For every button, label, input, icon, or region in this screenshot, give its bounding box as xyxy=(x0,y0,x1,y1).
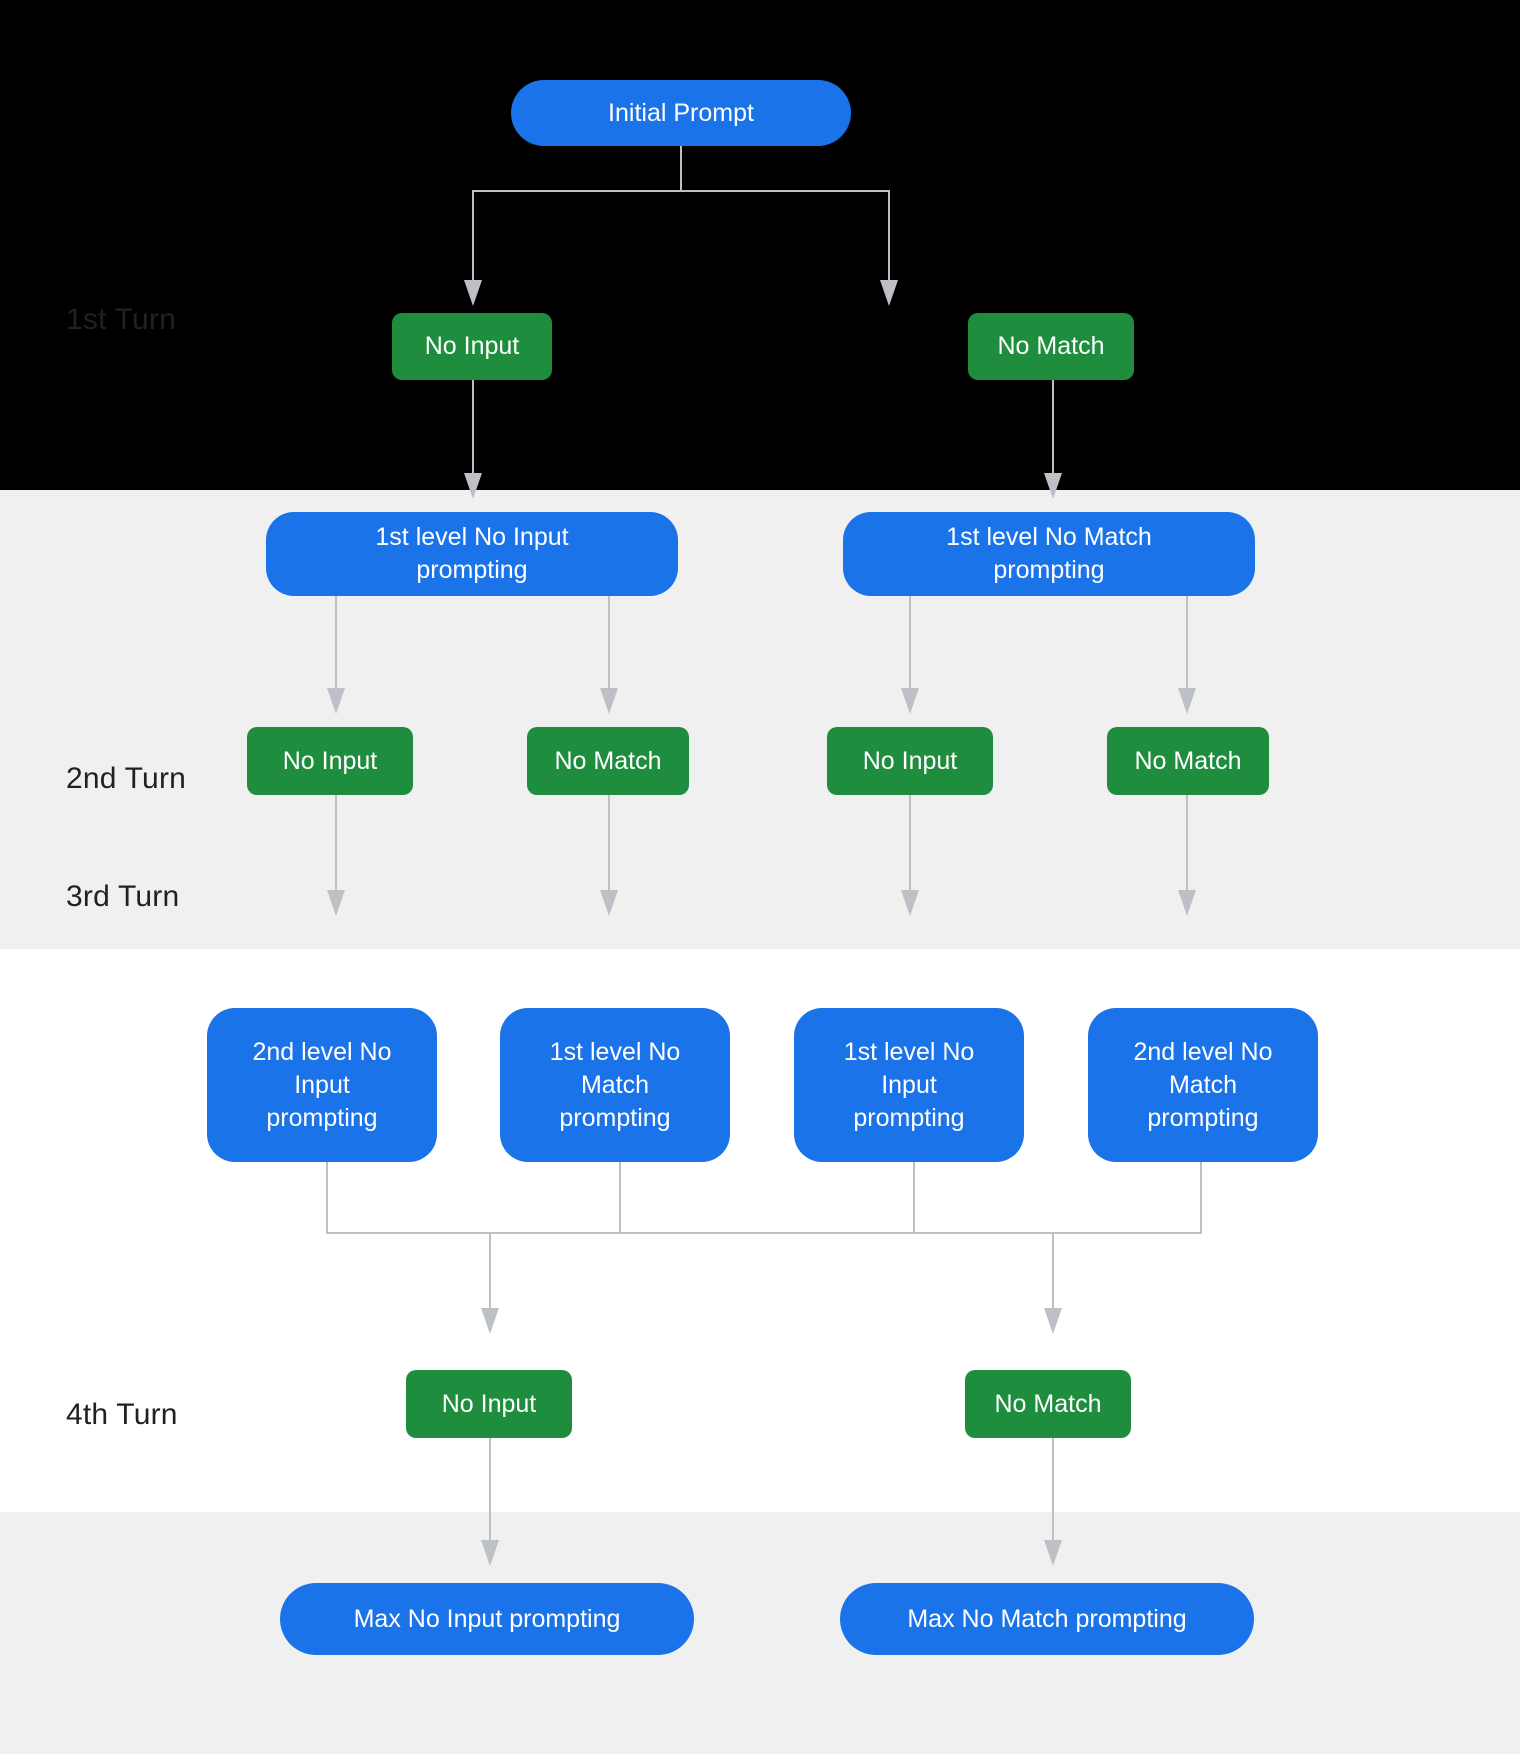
turn-label-2nd: 2nd Turn xyxy=(66,762,187,795)
arrowhead-root-to-noinput xyxy=(464,280,482,306)
arrowhead-root-to-nomatch xyxy=(880,280,898,306)
arrowhead-p2-to-noinput2 xyxy=(901,688,919,714)
connector-nomatch1-to-prompt xyxy=(1052,380,1054,473)
node-turn4-max-no-match[interactable]: Max No Match prompting xyxy=(840,1583,1254,1655)
arrowhead-p1-to-noinput2 xyxy=(327,688,345,714)
turn-label-1st: 1st Turn xyxy=(66,303,176,336)
node-turn2-prompt-no-input[interactable]: 1st level No Input prompting xyxy=(266,512,678,596)
arrowhead-p1-to-nomatch2 xyxy=(600,688,618,714)
arrowhead-noinput2b-to-prompt xyxy=(901,890,919,916)
turn-band-1 xyxy=(0,0,1520,490)
turn-label-3rd: 3rd Turn xyxy=(66,880,180,913)
arrowhead-p2-to-nomatch2 xyxy=(1178,688,1196,714)
arrowhead-nomatch2b-to-prompt xyxy=(1178,890,1196,916)
node-turn2-no-match-b[interactable]: No Match xyxy=(1107,727,1269,795)
connector-noinput2a-to-prompt xyxy=(335,795,337,890)
node-turn2-no-input-a[interactable]: No Input xyxy=(247,727,413,795)
connector-noinput3-to-max xyxy=(489,1438,491,1540)
arrowhead-rail-to-noinput3 xyxy=(481,1308,499,1334)
node-turn3-no-input[interactable]: No Input xyxy=(406,1370,572,1438)
connector-p1-to-noinput2 xyxy=(335,596,337,688)
connector-merge-rail xyxy=(326,1232,1202,1234)
arrowhead-nomatch2a-to-prompt xyxy=(600,890,618,916)
connector-root-stem xyxy=(680,146,682,192)
node-turn3-prompt-2[interactable]: 1st level No Match prompting xyxy=(500,1008,730,1162)
connector-nomatch2b-to-prompt xyxy=(1186,795,1188,890)
connector-rail-to-nomatch3 xyxy=(1052,1232,1054,1308)
arrowhead-noinput1-to-prompt xyxy=(464,473,482,499)
node-turn2-no-match-a[interactable]: No Match xyxy=(527,727,689,795)
connector-rail-to-noinput3 xyxy=(489,1232,491,1308)
connector-t3p2-drop xyxy=(619,1092,621,1233)
arrowhead-nomatch3-to-max xyxy=(1044,1540,1062,1566)
arrowhead-nomatch1-to-prompt xyxy=(1044,473,1062,499)
connector-root-rail xyxy=(472,190,890,192)
connector-t3p1-drop xyxy=(326,1092,328,1233)
arrowhead-noinput3-to-max xyxy=(481,1540,499,1566)
node-turn3-no-match[interactable]: No Match xyxy=(965,1370,1131,1438)
arrowhead-noinput2a-to-prompt xyxy=(327,890,345,916)
connector-p2-to-noinput2 xyxy=(909,596,911,688)
node-initial-prompt[interactable]: Initial Prompt xyxy=(511,80,851,146)
node-turn2-no-input-b[interactable]: No Input xyxy=(827,727,993,795)
node-turn2-prompt-no-match[interactable]: 1st level No Match prompting xyxy=(843,512,1255,596)
turn-band-4 xyxy=(0,1512,1520,1754)
connector-root-to-nomatch xyxy=(888,190,890,280)
turn-label-4th: 4th Turn xyxy=(66,1398,178,1431)
node-turn4-max-no-input[interactable]: Max No Input prompting xyxy=(280,1583,694,1655)
connector-noinput1-to-prompt xyxy=(472,380,474,473)
node-turn3-prompt-4[interactable]: 2nd level No Match prompting xyxy=(1088,1008,1318,1162)
connector-t3p4-drop xyxy=(1200,1092,1202,1233)
node-turn3-prompt-3[interactable]: 1st level No Input prompting xyxy=(794,1008,1024,1162)
connector-p1-to-nomatch2 xyxy=(608,596,610,688)
turn-band-2 xyxy=(0,490,1520,949)
node-turn3-prompt-1[interactable]: 2nd level No Input prompting xyxy=(207,1008,437,1162)
arrowhead-rail-to-nomatch3 xyxy=(1044,1308,1062,1334)
node-turn1-no-input[interactable]: No Input xyxy=(392,313,552,380)
connector-noinput2b-to-prompt xyxy=(909,795,911,890)
connector-root-to-noinput xyxy=(472,190,474,280)
connector-p2-to-nomatch2 xyxy=(1186,596,1188,688)
node-turn1-no-match[interactable]: No Match xyxy=(968,313,1134,380)
connector-nomatch2a-to-prompt xyxy=(608,795,610,890)
connector-nomatch3-to-max xyxy=(1052,1438,1054,1540)
connector-t3p3-drop xyxy=(913,1092,915,1233)
